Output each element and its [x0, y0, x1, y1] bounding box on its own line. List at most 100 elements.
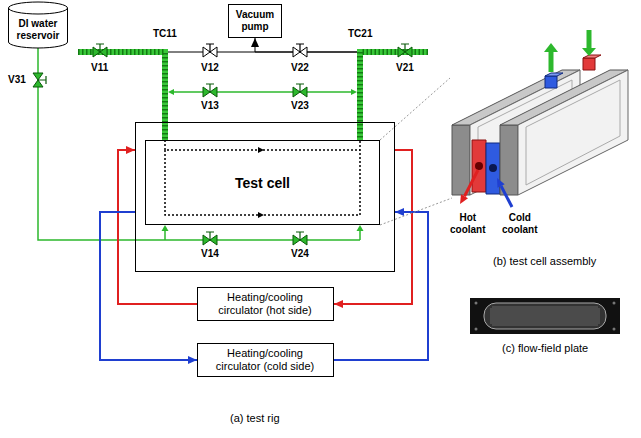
valves — [398, 44, 412, 57]
thick-pipe — [78, 52, 165, 140]
test-cell-illustration — [549, 51, 554, 72]
figure-caption: (c) flow-field plate — [502, 342, 588, 355]
valve-label: V12 — [201, 62, 219, 74]
thick-pipe — [360, 52, 428, 140]
valves — [293, 84, 307, 97]
valve-label: V31 — [8, 74, 26, 86]
valves — [93, 44, 107, 57]
thick-pipe — [78, 52, 165, 140]
test-cell-illustration — [583, 55, 601, 58]
flow-field-plate-photo — [490, 307, 600, 325]
node-text: Heating/cooling circulator (hot side) — [206, 291, 324, 317]
zoom-lines — [380, 78, 452, 225]
flow-field-plate-photo — [470, 298, 620, 334]
pipe-connector — [334, 150, 412, 304]
flow-field-plate-photo — [484, 303, 606, 329]
figure-caption: (a) test rig — [230, 412, 280, 425]
reservoir-cylinder: DI water reservoir — [8, 2, 68, 48]
water-manifold — [168, 89, 174, 95]
valves — [203, 44, 217, 57]
pipe-connector — [100, 212, 197, 364]
water-manifold — [351, 89, 357, 95]
test-cell-illustration — [465, 170, 479, 196]
test-cell-illustration — [501, 186, 512, 207]
arrowhead — [395, 208, 404, 216]
arrowhead — [251, 38, 259, 47]
valve-label: V11 — [91, 62, 108, 74]
cylinder-outline — [9, 2, 68, 48]
node-text: Test cell — [235, 175, 290, 191]
test-cell-illustration — [452, 125, 470, 195]
pipe-connector — [118, 146, 197, 304]
water-manifold — [357, 225, 364, 231]
flow-field-plate-photo — [470, 298, 620, 334]
sensor-label: TC11 — [153, 28, 177, 40]
thick-pipe — [360, 52, 428, 140]
test-cell-illustration — [587, 30, 592, 49]
flow-path — [258, 212, 264, 218]
test-cell-illustration — [472, 140, 486, 192]
test-cell-illustration — [452, 30, 628, 207]
test-cell-illustration — [518, 70, 628, 195]
valves — [203, 84, 217, 97]
vacuum-pump-box: Vacuum pump — [228, 4, 282, 38]
valve-label: V23 — [291, 100, 309, 112]
flow-field-plate-photo — [475, 328, 478, 331]
pipe-connector — [100, 212, 197, 360]
flow-field-plate-photo — [613, 302, 616, 305]
coolant-label: Hot coolant — [450, 212, 486, 236]
zoom-lines — [380, 78, 452, 225]
valves — [293, 44, 307, 57]
sensor-label: TC21 — [348, 28, 372, 40]
vacuum-line — [165, 52, 360, 53]
test-cell-illustration — [545, 73, 563, 76]
water-manifold — [135, 230, 360, 240]
pipe-connector — [118, 150, 197, 304]
node-text: Vacuum pump — [236, 9, 274, 33]
water-manifold — [172, 91, 353, 93]
flow-path — [258, 147, 264, 153]
valves — [203, 232, 217, 245]
pipe-connector — [334, 150, 412, 308]
valve-label: V13 — [201, 100, 219, 112]
arrowhead — [334, 300, 343, 308]
cylinder-outline — [9, 8, 68, 14]
thick-pipe — [78, 52, 428, 140]
test-cell-housing: Test cell — [135, 122, 395, 272]
arrowhead — [188, 356, 197, 364]
flow-field-plate-photo — [475, 302, 478, 305]
test-cell-illustration — [497, 178, 505, 188]
test-cell-illustration — [489, 164, 497, 172]
test-cell-illustration — [582, 48, 596, 56]
water-manifold — [162, 225, 169, 231]
valves — [33, 73, 46, 87]
valve-label: V14 — [201, 248, 219, 260]
pipe-connector — [251, 38, 360, 122]
valves — [33, 73, 46, 87]
test-cell-illustration — [544, 43, 558, 52]
flow-path — [165, 140, 360, 218]
water-manifold — [135, 89, 364, 240]
coolant-label: Cold coolant — [502, 212, 538, 236]
pipe-connector — [255, 38, 360, 122]
valves — [33, 44, 412, 245]
arrowhead — [126, 146, 135, 154]
test-cell-inner-box: Test cell — [145, 140, 380, 225]
valve-label: V21 — [396, 62, 414, 74]
valve-label: V22 — [291, 62, 309, 74]
flow-path — [165, 140, 360, 215]
figure-caption: (b) test cell assembly — [493, 255, 596, 268]
valve-label: V24 — [291, 248, 309, 260]
node-text: Heating/cooling circulator (cold side) — [206, 347, 324, 373]
test-cell-illustration — [545, 76, 557, 88]
test-cell-illustration — [460, 194, 468, 204]
vacuum-line — [165, 52, 360, 53]
pipe-connector — [334, 212, 428, 360]
test-cell-illustration — [583, 58, 595, 70]
node-text: DI water reservoir — [17, 18, 60, 42]
flow-field-plate-photo — [613, 328, 616, 331]
test-cell-illustration — [475, 162, 483, 170]
valves — [293, 232, 307, 245]
circulator-box: Heating/cooling circulator (cold side) — [197, 343, 334, 377]
